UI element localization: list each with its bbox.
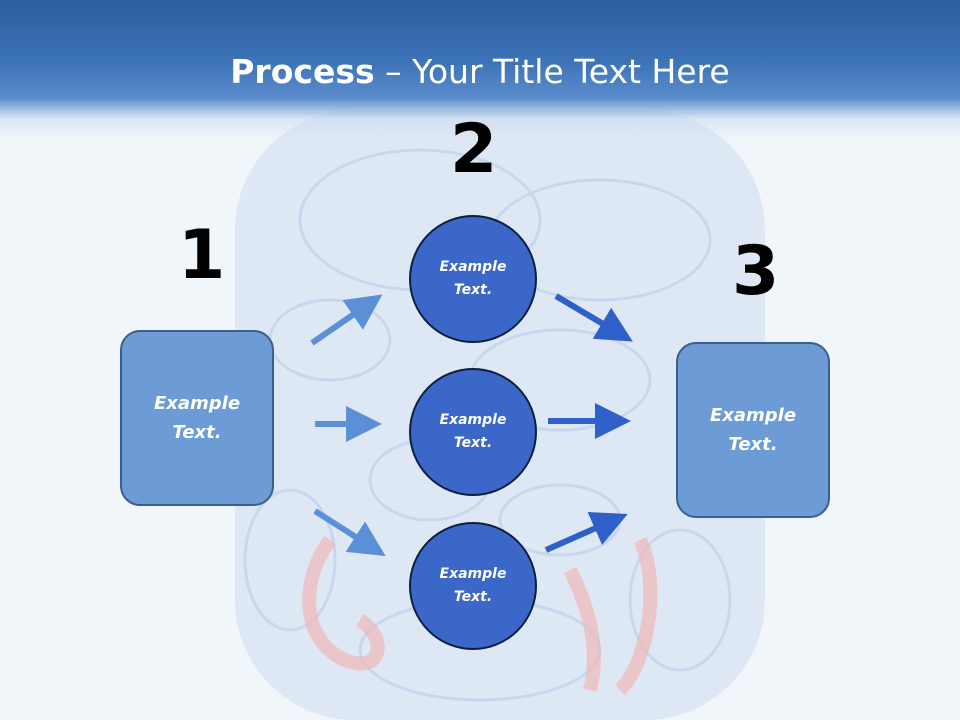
step-1-box: Example Text. (120, 330, 274, 506)
arrow-box1-to-circle-bottom (313, 508, 386, 557)
step-2-circle-middle: Example Text. (409, 368, 537, 496)
circle-bottom-text: Example Text. (439, 566, 507, 605)
arrow-circle-bottom-to-box3 (544, 512, 628, 553)
circle-middle-text: Example Text. (439, 412, 507, 451)
slide-title: Process – Your Title Text Here (0, 52, 960, 91)
title-bold-part: Process (230, 52, 375, 91)
step-number-2: 2 (450, 110, 498, 189)
circle-top-text: Example Text. (439, 259, 507, 298)
step-3-box: Example Text. (676, 342, 830, 518)
step-1-text: Example Text. (153, 393, 241, 443)
step-2-circle-bottom: Example Text. (409, 522, 537, 650)
arrow-circle-top-to-box3 (554, 293, 633, 342)
step-2-circle-top: Example Text. (409, 215, 537, 343)
step-number-3: 3 (732, 232, 780, 311)
step-3-text: Example Text. (709, 405, 797, 455)
title-bar (0, 0, 960, 140)
arrow-box1-to-circle-top (310, 294, 383, 346)
step-number-1: 1 (178, 216, 226, 295)
title-rest-part: – Your Title Text Here (374, 52, 730, 91)
